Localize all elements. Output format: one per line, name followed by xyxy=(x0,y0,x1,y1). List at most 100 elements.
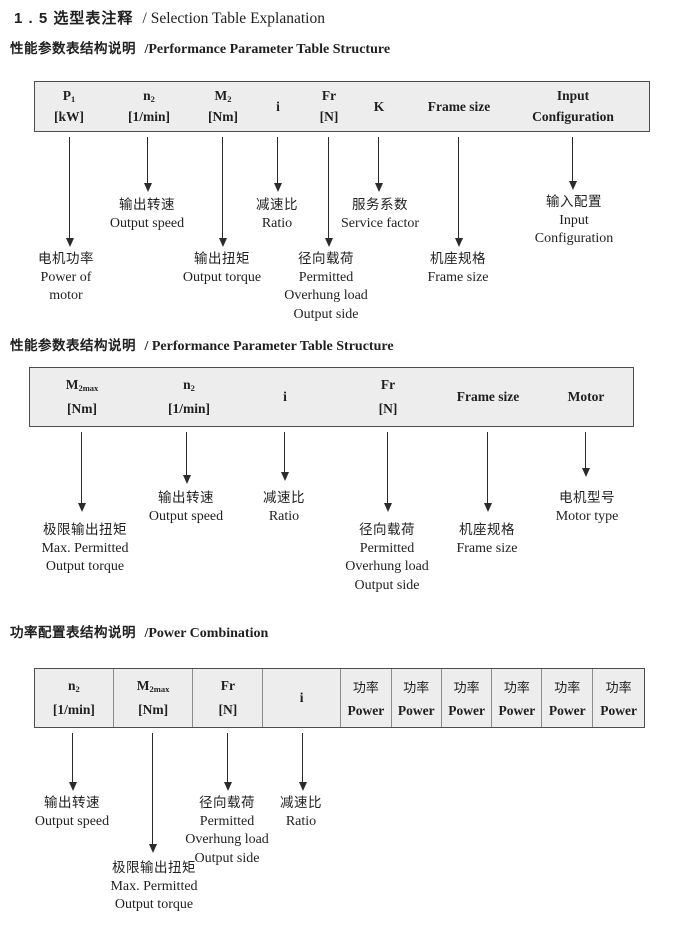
callout-en: Output speed xyxy=(34,813,110,829)
t1-col-input-line2: Configuration xyxy=(532,109,614,125)
callout-s1-service-factor: 服务系数 Service factor xyxy=(341,196,419,233)
section1-heading-en: /Performance Parameter Table Structure xyxy=(144,42,391,57)
t1-col-m2: M2 [Nm] xyxy=(208,82,238,131)
t2-col-frame-size-label: Frame size xyxy=(456,389,520,404)
t3-power-cell: 功率 Power xyxy=(392,669,442,727)
t1-col-m2-symbol: M2 xyxy=(215,88,232,104)
callout-zh: 减速比 xyxy=(263,490,305,505)
section2-heading-en: / Performance Parameter Table Structure xyxy=(144,339,394,354)
t2-col-m2max: M2max [Nm] xyxy=(66,368,99,426)
t2-col-n2: n2 [1/min] xyxy=(168,368,210,426)
p1-subscript: 1 xyxy=(71,93,76,104)
t3-col-m2max: M2max [Nm] xyxy=(114,669,194,727)
t1-col-i: i xyxy=(276,82,280,131)
n2-symbol: n xyxy=(143,87,151,103)
section1-heading: 性能参数表结构说明 /Performance Parameter Table S… xyxy=(10,37,390,58)
arrow-s1-p1 xyxy=(65,137,74,247)
t2-col-motor-label: Motor xyxy=(567,389,605,404)
callout-en: Ratio xyxy=(268,508,300,524)
t3-power-cell: 功率 Power xyxy=(442,669,493,727)
performance-table-2: M2max [Nm] n2 [1/min] i Fr [N] Frame siz… xyxy=(29,367,634,427)
t1-col-k: K xyxy=(374,82,385,131)
section2-heading: 性能参数表结构说明 / Performance Parameter Table … xyxy=(10,334,394,355)
arrow-s3-m2max xyxy=(148,733,157,853)
t3-col-fr: Fr [N] xyxy=(193,669,264,727)
t1-col-fr-symbol: Fr xyxy=(321,87,337,103)
callout-s2-output-speed: 输出转速 Output speed xyxy=(149,489,223,526)
power-en: Power xyxy=(397,703,435,719)
section2-heading-zh: 性能参数表结构说明 xyxy=(10,338,136,353)
callout-s2-ratio: 减速比 Ratio xyxy=(263,489,305,526)
t3-power-cell: 功率 Power xyxy=(593,669,644,727)
callout-zh: 电机型号 xyxy=(558,490,615,505)
callout-en: Output speed xyxy=(148,508,224,524)
n2-subscript: 2 xyxy=(150,93,155,104)
n2-symbol: n xyxy=(67,677,76,693)
page-title-en: / Selection Table Explanation xyxy=(142,10,325,27)
m2-symbol: M xyxy=(214,87,228,103)
section3-heading-en: /Power Combination xyxy=(144,626,269,641)
callout-zh: 输出转速 xyxy=(118,197,175,212)
callout-s1-ratio: 减速比 Ratio xyxy=(256,196,298,233)
t1-col-m2-unit: [Nm] xyxy=(208,109,238,125)
callout-en: Power of xyxy=(40,269,92,285)
callout-zh: 输出转速 xyxy=(43,795,100,810)
callout-s3-overhung-load: 径向载荷 Permitted Overhung load Output side xyxy=(185,794,269,868)
t1-col-fr-unit: [N] xyxy=(319,109,339,125)
arrow-s1-frame-size xyxy=(454,137,463,247)
callout-en: Permitted xyxy=(298,269,354,285)
arrow-s1-input-config xyxy=(568,137,577,190)
t1-col-frame-size-label: Frame size xyxy=(427,98,491,114)
power-combination-table: n2 [1/min] M2max [Nm] Fr [N] i 功率 Power … xyxy=(34,668,645,728)
t1-col-input-line1: Input xyxy=(556,87,590,103)
t2-col-frame-size: Frame size xyxy=(457,368,520,426)
t1-col-n2: n2 [1/min] xyxy=(128,82,170,131)
power-en: Power xyxy=(448,703,485,719)
callout-en: Service factor xyxy=(340,215,420,231)
t2-col-fr-unit: [N] xyxy=(378,401,398,417)
t1-col-i-symbol: i xyxy=(276,98,280,114)
callout-en: Max. Permitted xyxy=(41,540,129,556)
power-en: Power xyxy=(347,703,385,719)
callout-s2-overhung-load: 径向载荷 Permitted Overhung load Output side xyxy=(345,521,429,595)
power-zh: 功率 xyxy=(403,679,430,695)
performance-table-1: P1 [kW] n2 [1/min] M2 [Nm] i Fr [N] K Fr… xyxy=(34,81,650,132)
callout-zh: 径向载荷 xyxy=(359,522,415,537)
callout-s1-output-speed: 输出转速 Output speed xyxy=(110,196,184,233)
t3-col-fr-symbol: Fr xyxy=(220,677,235,693)
callout-en: Max. Permitted xyxy=(110,878,198,894)
callout-zh: 减速比 xyxy=(280,795,322,810)
section3-heading-zh: 功率配置表结构说明 xyxy=(10,625,136,640)
callout-zh: 径向载荷 xyxy=(199,795,255,810)
t3-col-n2-symbol: n2 xyxy=(68,678,80,694)
t3-col-fr-unit: [N] xyxy=(218,702,238,718)
callout-en: Configuration xyxy=(534,231,614,246)
t2-col-motor: Motor xyxy=(568,368,605,426)
callout-en: Ratio xyxy=(261,215,293,231)
p1-symbol: P xyxy=(62,87,71,103)
power-en: Power xyxy=(548,703,586,719)
t3-col-m2max-unit: [Nm] xyxy=(138,702,169,718)
arrow-s1-fr xyxy=(324,137,333,247)
n2-subscript: 2 xyxy=(75,683,80,694)
callout-s1-frame-size: 机座规格 Frame size xyxy=(427,250,488,287)
t2-col-n2-unit: [1/min] xyxy=(168,401,210,417)
arrow-s2-n2 xyxy=(182,432,191,484)
section1-heading-zh: 性能参数表结构说明 xyxy=(10,41,136,56)
callout-en: Ratio xyxy=(285,813,317,829)
callout-zh: 输出扭矩 xyxy=(194,251,250,266)
callout-en: Overhung load xyxy=(185,832,269,847)
t2-col-m2max-symbol: M2max xyxy=(66,377,99,393)
arrow-s3-fr xyxy=(223,733,232,791)
t2-col-i: i xyxy=(283,368,287,426)
t1-col-input-config: Input Configuration xyxy=(532,82,614,131)
t2-col-n2-symbol: n2 xyxy=(183,377,195,393)
callout-en: Overhung load xyxy=(284,288,368,303)
t1-col-n2-symbol: n2 xyxy=(143,88,155,104)
arrow-s2-motor xyxy=(581,432,590,477)
t1-col-p1-unit: [kW] xyxy=(54,109,84,125)
page-title: 1 . 5 选型表注释 / Selection Table Explanatio… xyxy=(14,7,325,28)
arrow-s2-i xyxy=(280,432,289,481)
callout-s3-ratio: 减速比 Ratio xyxy=(280,794,322,831)
t3-col-n2: n2 [1/min] xyxy=(35,669,114,727)
